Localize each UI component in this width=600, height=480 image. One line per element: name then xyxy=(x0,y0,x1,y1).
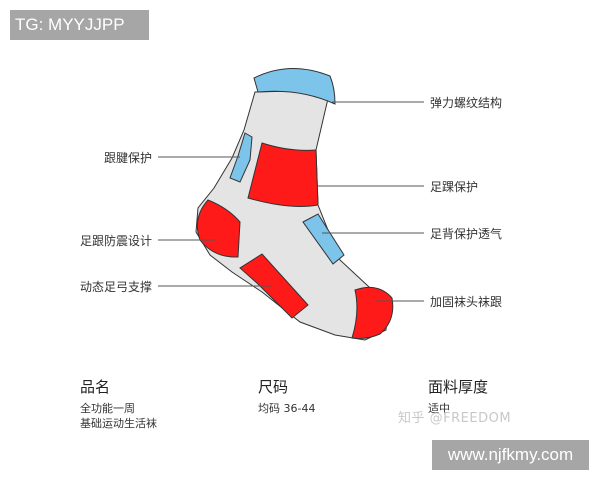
spec-name-title: 品名 xyxy=(80,378,111,396)
toe-zone xyxy=(351,286,394,339)
ankle-zone xyxy=(247,142,319,207)
achilles-zone xyxy=(229,132,253,183)
label-reinforced-toe-heel: 加固袜头袜跟 xyxy=(430,295,503,309)
label-heel-shock-design: 足跟防震设计 xyxy=(79,234,152,248)
spec-name-value: 全功能一周 基础运动生活袜 xyxy=(80,401,157,431)
heel-zone xyxy=(196,199,241,258)
label-elastic-rib: 弹力螺纹结构 xyxy=(430,96,503,110)
spec-thickness-title: 面料厚度 xyxy=(428,378,489,396)
label-achilles-protection: 跟腱保护 xyxy=(103,151,152,165)
spec-thickness-value: 适中 xyxy=(428,402,450,415)
arch-zone xyxy=(239,253,309,319)
spec-name-line-1: 全功能一周 xyxy=(80,402,135,415)
tg-badge: TG: MYYJJPP xyxy=(10,10,149,40)
label-ankle-protection: 足踝保护 xyxy=(430,180,479,194)
cuff-zone xyxy=(253,67,336,105)
instep-zone xyxy=(302,213,345,265)
label-arch-support: 动态足弓支撑 xyxy=(79,280,152,294)
spec-size-value: 均码 36-44 xyxy=(258,402,316,415)
url-badge: www.njfkmy.com xyxy=(432,440,589,470)
label-instep-breathable: 足背保护透气 xyxy=(430,227,503,241)
spec-name-line-2: 基础运动生活袜 xyxy=(80,417,157,430)
watermark: 知乎 @FREEDOM xyxy=(398,411,512,426)
spec-size-title: 尺码 xyxy=(258,378,289,396)
